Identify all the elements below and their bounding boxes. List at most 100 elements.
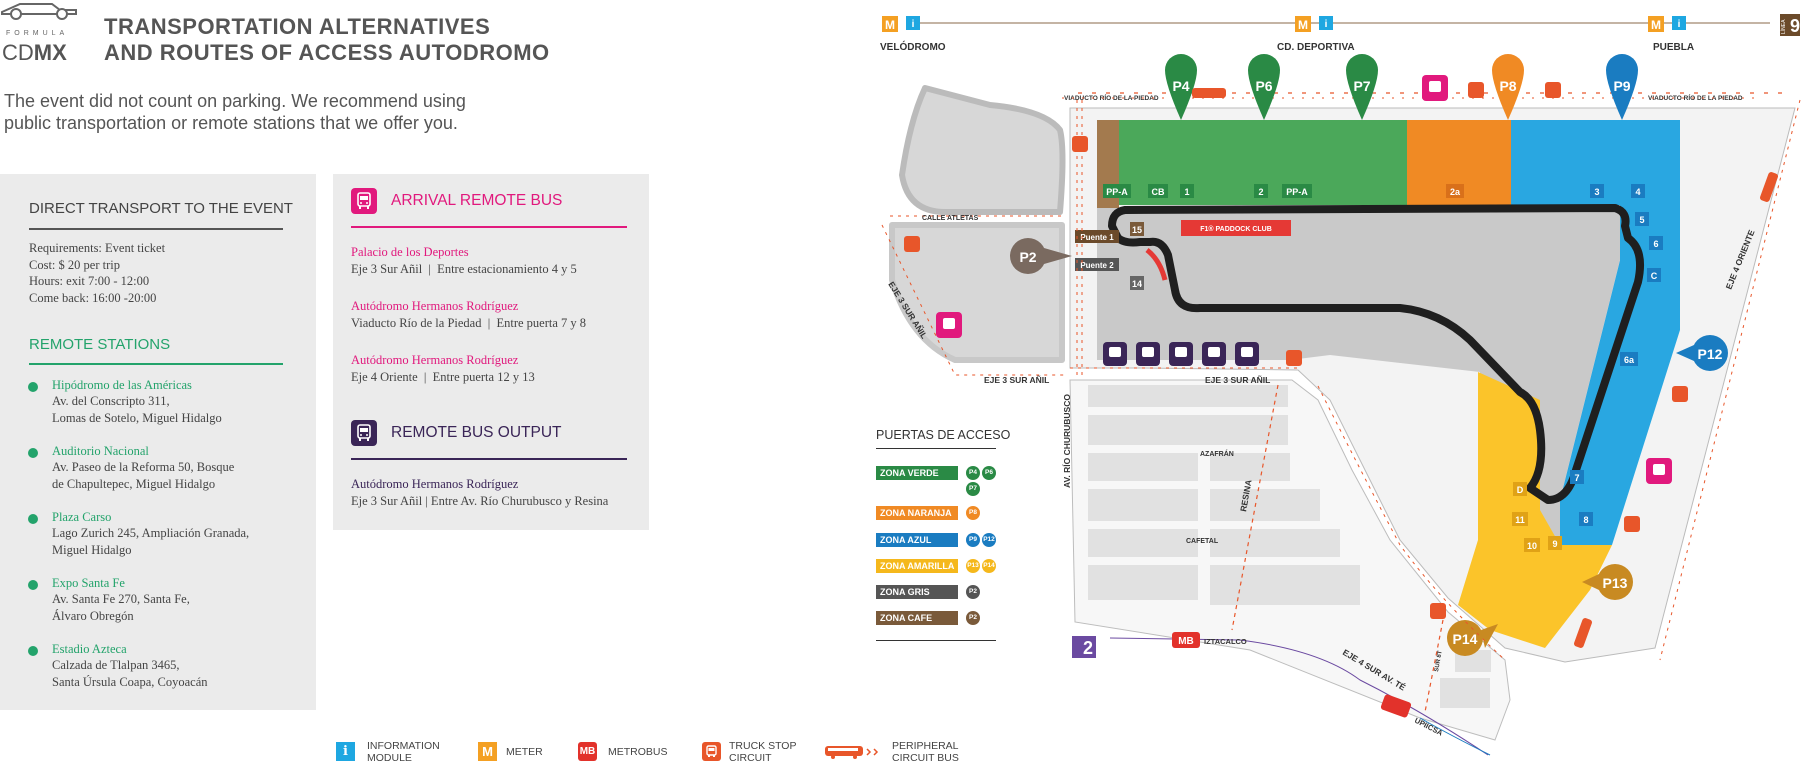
station-item: Estadio Azteca Calzada de Tlalpan 3465, … [28,642,288,690]
hours-text: Hours: exit 7:00 - 12:00 [29,274,150,288]
truck-stop-icon [702,742,721,761]
city-blocks [1088,385,1491,708]
divider [876,448,996,449]
output-place: Autódromo Hermanos Rodríguez [351,477,519,491]
divider [29,363,283,365]
gate-p6: P6 [1255,78,1272,94]
arrival-bus-stop-icon [936,75,1672,484]
street-azafran: AZAFRÁN [1200,449,1234,458]
station-name: Plaza Carso [52,510,112,524]
direct-transport-heading: DIRECT TRANSPORT TO THE EVENT [29,200,293,217]
station-address: Lomas de Sotelo, Miguel Hidalgo [52,410,222,425]
arrival-item: Autódromo Hermanos Rodríguez Eje 4 Orien… [351,352,535,385]
remote-bus-panel: ARRIVAL REMOTE BUS Palacio de los Deport… [333,174,649,530]
intro-line-2: public transportation or remote stations… [4,113,458,133]
return-text: Come back: 16:00 -20:00 [29,290,157,305]
info-icon: i [336,742,355,761]
street-eje3-mid: EJE 3 SUR AÑIL [1205,375,1270,385]
zone-name: ZONA AZUL [876,533,958,547]
station-address: Av. del Conscripto 311, [52,394,170,408]
zone-gate-badge: P12 [982,533,996,547]
svg-text:M: M [1298,18,1308,32]
zone-gate-badge: P9 [966,533,980,547]
arrival-remote-bus-heading: ARRIVAL REMOTE BUS [391,192,563,209]
gate-label: 10 [1527,541,1537,551]
autodromo-map: M i M i M i 9 LÍNEA VELÓDROMO CD. DEPORT… [880,14,1801,756]
direct-transport-panel: DIRECT TRANSPORT TO THE EVENT Requiremen… [0,174,316,710]
intro-line-1: The event did not count on parking. We r… [4,91,466,111]
station-address: Miguel Hidalgo [52,542,132,557]
street-rio-churubusco: AV. RÍO CHURUBUSCO [1062,394,1072,488]
peripheral-bus-icon [824,744,880,765]
metro-station-velodromo: M i [882,16,920,32]
peripheral-bus-icons [1192,88,1778,648]
arrival-place: Autódromo Hermanos Rodríguez [351,299,519,313]
formula-cdmx-logo: FORMULA CDMX [0,0,86,66]
street-viaducto-left: VIADUCTO RÍO DE LA PIEDAD [1064,93,1159,102]
street-cafetal: CAFETAL [1186,538,1219,545]
station-name: Expo Santa Fe [52,576,125,590]
gate-label: 2a [1450,187,1461,197]
logo-main-cd: CD [2,40,34,65]
station-address: Lago Zurich 245, Ampliación Granada, [52,526,250,540]
page-title: TRANSPORTATION ALTERNATIVES AND ROUTES O… [104,14,550,66]
bus-icon [351,188,377,214]
station-item: Auditorio Nacional Av. Paseo de la Refor… [28,444,288,492]
zone-gate-badge: P14 [982,559,996,573]
station-dot-icon [28,448,38,458]
zones-heading: PUERTAS DE ACCESO [876,428,1011,442]
title-line-1: TRANSPORTATION ALTERNATIVES [104,14,491,39]
arrival-item: Autódromo Hermanos Rodríguez Viaducto Rí… [351,298,586,331]
gate-label: 9 [1552,539,1557,549]
legend-truck-line: CIRCUIT [729,752,772,764]
station-label: CD. DEPORTIVA [1277,42,1355,53]
station-dot-icon [28,646,38,656]
gate-p4: P4 [1172,78,1189,94]
requirement-text: Requirements: Event ticket [29,241,166,255]
station-dot-icon [28,514,38,524]
station-name: Estadio Azteca [52,642,127,656]
legend-truck-line: TRUCK STOP [729,740,797,752]
arrival-detail: Eje 4 Oriente | Entre puerta 12 y 13 [351,369,535,384]
zone-name: ZONA AMARILLA [876,559,958,573]
gate-p2: P2 [1019,249,1036,265]
zone-gate-badge: P7 [966,482,980,496]
gate-label: 3 [1594,187,1599,197]
gate-label: 6a [1624,355,1635,365]
legend-metrobus-label: METROBUS [608,746,668,758]
legend-peripheral-line: PERIPHERAL [892,740,959,752]
divider [29,228,283,230]
cost-text: Cost: $ 20 per trip [29,257,120,272]
gate-label: 4 [1635,187,1640,197]
gate-label: 5 [1639,215,1644,225]
arrival-detail: Viaducto Río de la Piedad | Entre puerta… [351,315,587,330]
station-label: PUEBLA [1653,42,1694,53]
station-dot-icon [28,382,38,392]
zone-name: ZONA GRIS [876,585,958,599]
station-name: Auditorio Nacional [52,444,149,458]
zone-legend-row: ZONA CAFE P2 [876,611,1036,627]
parking-pins: P4 P6 P7 P8 P9 P2 P12 P13 P14 [1010,54,1728,656]
svg-text:i: i [1325,19,1328,30]
gate-label: CB [1152,187,1165,197]
station-name: Hipódromo de las Américas [52,378,192,392]
zone-gate-badge: P2 [966,611,980,625]
zone-yellow [1458,372,1612,648]
paddock-club-label: F1® PADDOCK CLUB [1200,225,1272,233]
legend-peripheral-line: CIRCUIT BUS [892,752,959,764]
station-address: Santa Úrsula Coapa, Coyoacán [52,674,208,689]
svg-text:M: M [885,18,895,32]
gate-label: 14 [1132,279,1142,289]
gate-p13: P13 [1603,575,1628,591]
gate-label: 1 [1184,187,1189,197]
arrival-place: Autódromo Hermanos Rodríguez [351,353,519,367]
zone-gate-badge: P6 [982,466,996,480]
station-address: Av. Santa Fe 270, Santa Fe, [52,592,190,606]
zone-name: ZONA CAFE [876,611,958,625]
gate-p12: P12 [1698,346,1723,362]
map-legend: i INFORMATION MODULE M METER MB METROBUS… [336,740,966,764]
